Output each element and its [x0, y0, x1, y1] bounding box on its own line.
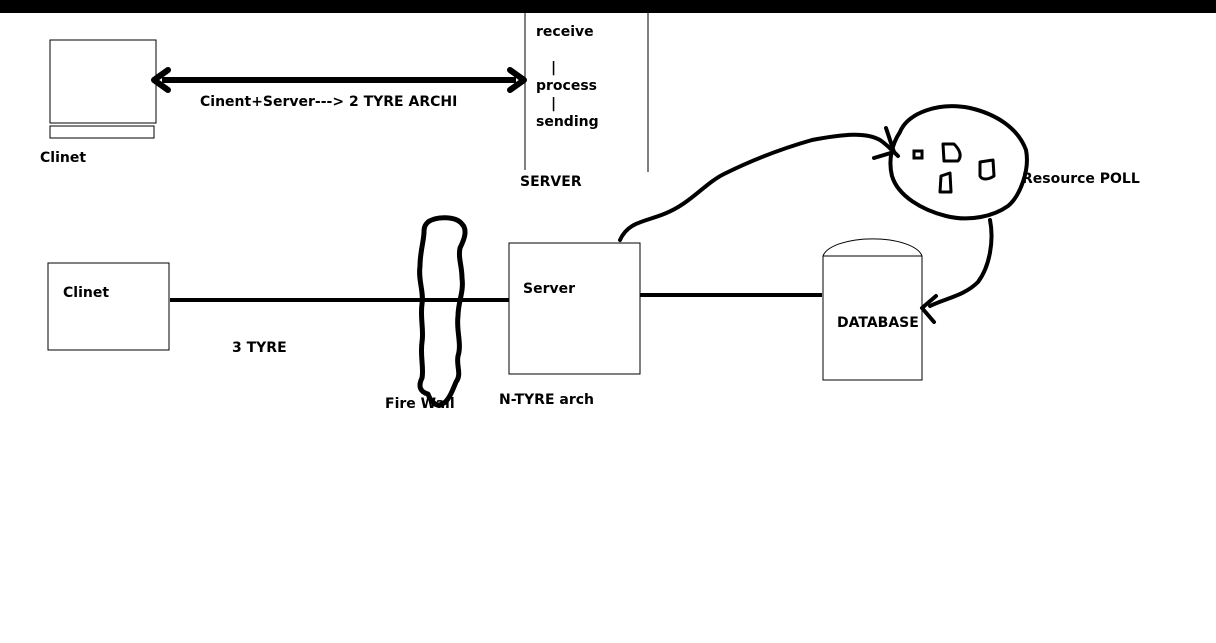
resource-pool-label: Resource POLL [1022, 171, 1140, 187]
two-tier-client-computer-icon [49, 39, 157, 139]
n-tier-arch-label: N-TYRE arch [499, 392, 594, 408]
pool-item [941, 142, 962, 163]
two-tier-arrow-label: Cinent+Server---> 2 TYRE ARCHI [200, 94, 458, 110]
three-tier-client-label: Clinet [63, 285, 110, 301]
database-cylinder [822, 238, 923, 381]
server-step-separator: | [551, 60, 557, 76]
arrowhead-right [507, 67, 527, 93]
two-tier-server-column [524, 13, 649, 172]
firewall-label: Fire Wall [385, 396, 455, 412]
server-step-receive: receive [536, 24, 594, 40]
client-keyboard [49, 125, 155, 139]
two-tier-server-label: SERVER [520, 174, 582, 190]
server-step-process: process [536, 78, 598, 94]
n-tier-server-box [508, 242, 641, 375]
two-tier-double-arrow [151, 67, 527, 93]
client-monitor [49, 39, 157, 124]
n-tier-server-label: Server [523, 281, 576, 297]
firewall-shape [417, 215, 468, 408]
server-to-resource-pool-curve [618, 132, 900, 242]
resource-pool-blob [888, 104, 1029, 221]
database-label: DATABASE [837, 315, 919, 331]
resource-pool-to-database-curve [928, 218, 994, 308]
resource-pool-items [912, 142, 996, 194]
server-step-separator: | [551, 96, 557, 112]
top-black-bar [0, 0, 1216, 13]
pool-item [938, 171, 953, 194]
three-tier-client-box [47, 262, 170, 351]
server-step-sending: sending [536, 114, 599, 130]
resource-pool-arrowhead [872, 126, 896, 160]
three-tier-label: 3 TYRE [232, 340, 287, 356]
database-arrowhead [920, 294, 938, 324]
two-tier-client-label: Clinet [40, 150, 87, 166]
pool-item [912, 149, 924, 160]
pool-item [978, 158, 996, 181]
arrowhead-left [151, 67, 171, 93]
